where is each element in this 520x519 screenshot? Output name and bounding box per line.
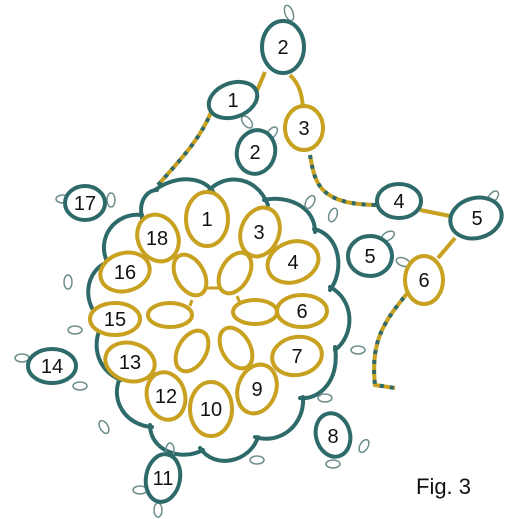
outer-label-2-top: 2 [277,37,288,59]
outer-ring-8 [313,411,353,459]
inner-ring-15 [88,301,142,337]
outer-ring-17 [63,184,107,222]
inner-ring-12 [144,370,188,422]
inner-labeled-rings [88,190,329,438]
outer-label-4: 4 [393,191,404,213]
outer-labeled-rings [26,19,504,504]
inner-label-9: 9 [251,379,262,401]
outer-ring-5-right [448,195,504,241]
outer-ring-5-left [346,234,394,278]
inner-ring-18 [135,212,181,264]
inner-ring-3 [238,205,282,259]
inner-ring-9 [235,362,279,416]
inner-label-13: 13 [119,352,141,374]
inner-ring-7 [270,334,324,378]
outer-label-5-left: 5 [364,246,375,268]
outer-label-11: 11 [153,468,174,490]
figure-caption: Fig. 3 [416,474,472,499]
outer-label-6: 6 [418,270,429,292]
outer-ring-2-lower [234,128,278,176]
outer-label-3: 3 [298,118,309,140]
inner-ring-10 [188,380,234,438]
outer-label-8: 8 [327,426,338,448]
outer-label-2-lower: 2 [249,142,260,164]
picots [14,4,500,518]
inner-ring-1 [184,190,230,248]
outer-ring-1 [206,79,260,121]
inner-label-7: 7 [291,346,302,368]
outer-ring-14 [26,347,78,385]
outer-ring-4 [375,182,423,220]
inner-ring-13 [103,340,157,384]
inner-label-3: 3 [253,222,264,244]
inner-label-10: 10 [200,399,222,421]
inner-label-1: 1 [201,209,212,231]
inner-label-6: 6 [296,301,307,323]
outer-gold-rings [283,104,445,306]
inner-label-15: 15 [104,309,126,331]
outer-ring-3 [283,104,325,152]
inner-label-18: 18 [146,228,168,250]
inner-label-16: 16 [114,262,136,284]
outer-ring-2-top [260,19,306,75]
inner-unlabeled-rings [146,250,279,374]
ring-labels: 1 2 2 3 4 5 5 6 8 11 14 17 1 3 4 6 7 9 1… [41,37,483,490]
inner-ring-6 [275,293,329,329]
inner-ring-4 [265,239,321,285]
inner-label-4: 4 [287,252,298,274]
outer-ring-6 [403,254,445,306]
outer-label-5-right: 5 [471,208,482,230]
outer-label-14: 14 [41,356,63,378]
outer-label-1: 1 [227,90,238,112]
outer-label-17: 17 [74,193,96,215]
inner-label-12: 12 [155,386,177,408]
inner-ring-16 [98,250,152,294]
outer-ring-11 [143,452,183,504]
